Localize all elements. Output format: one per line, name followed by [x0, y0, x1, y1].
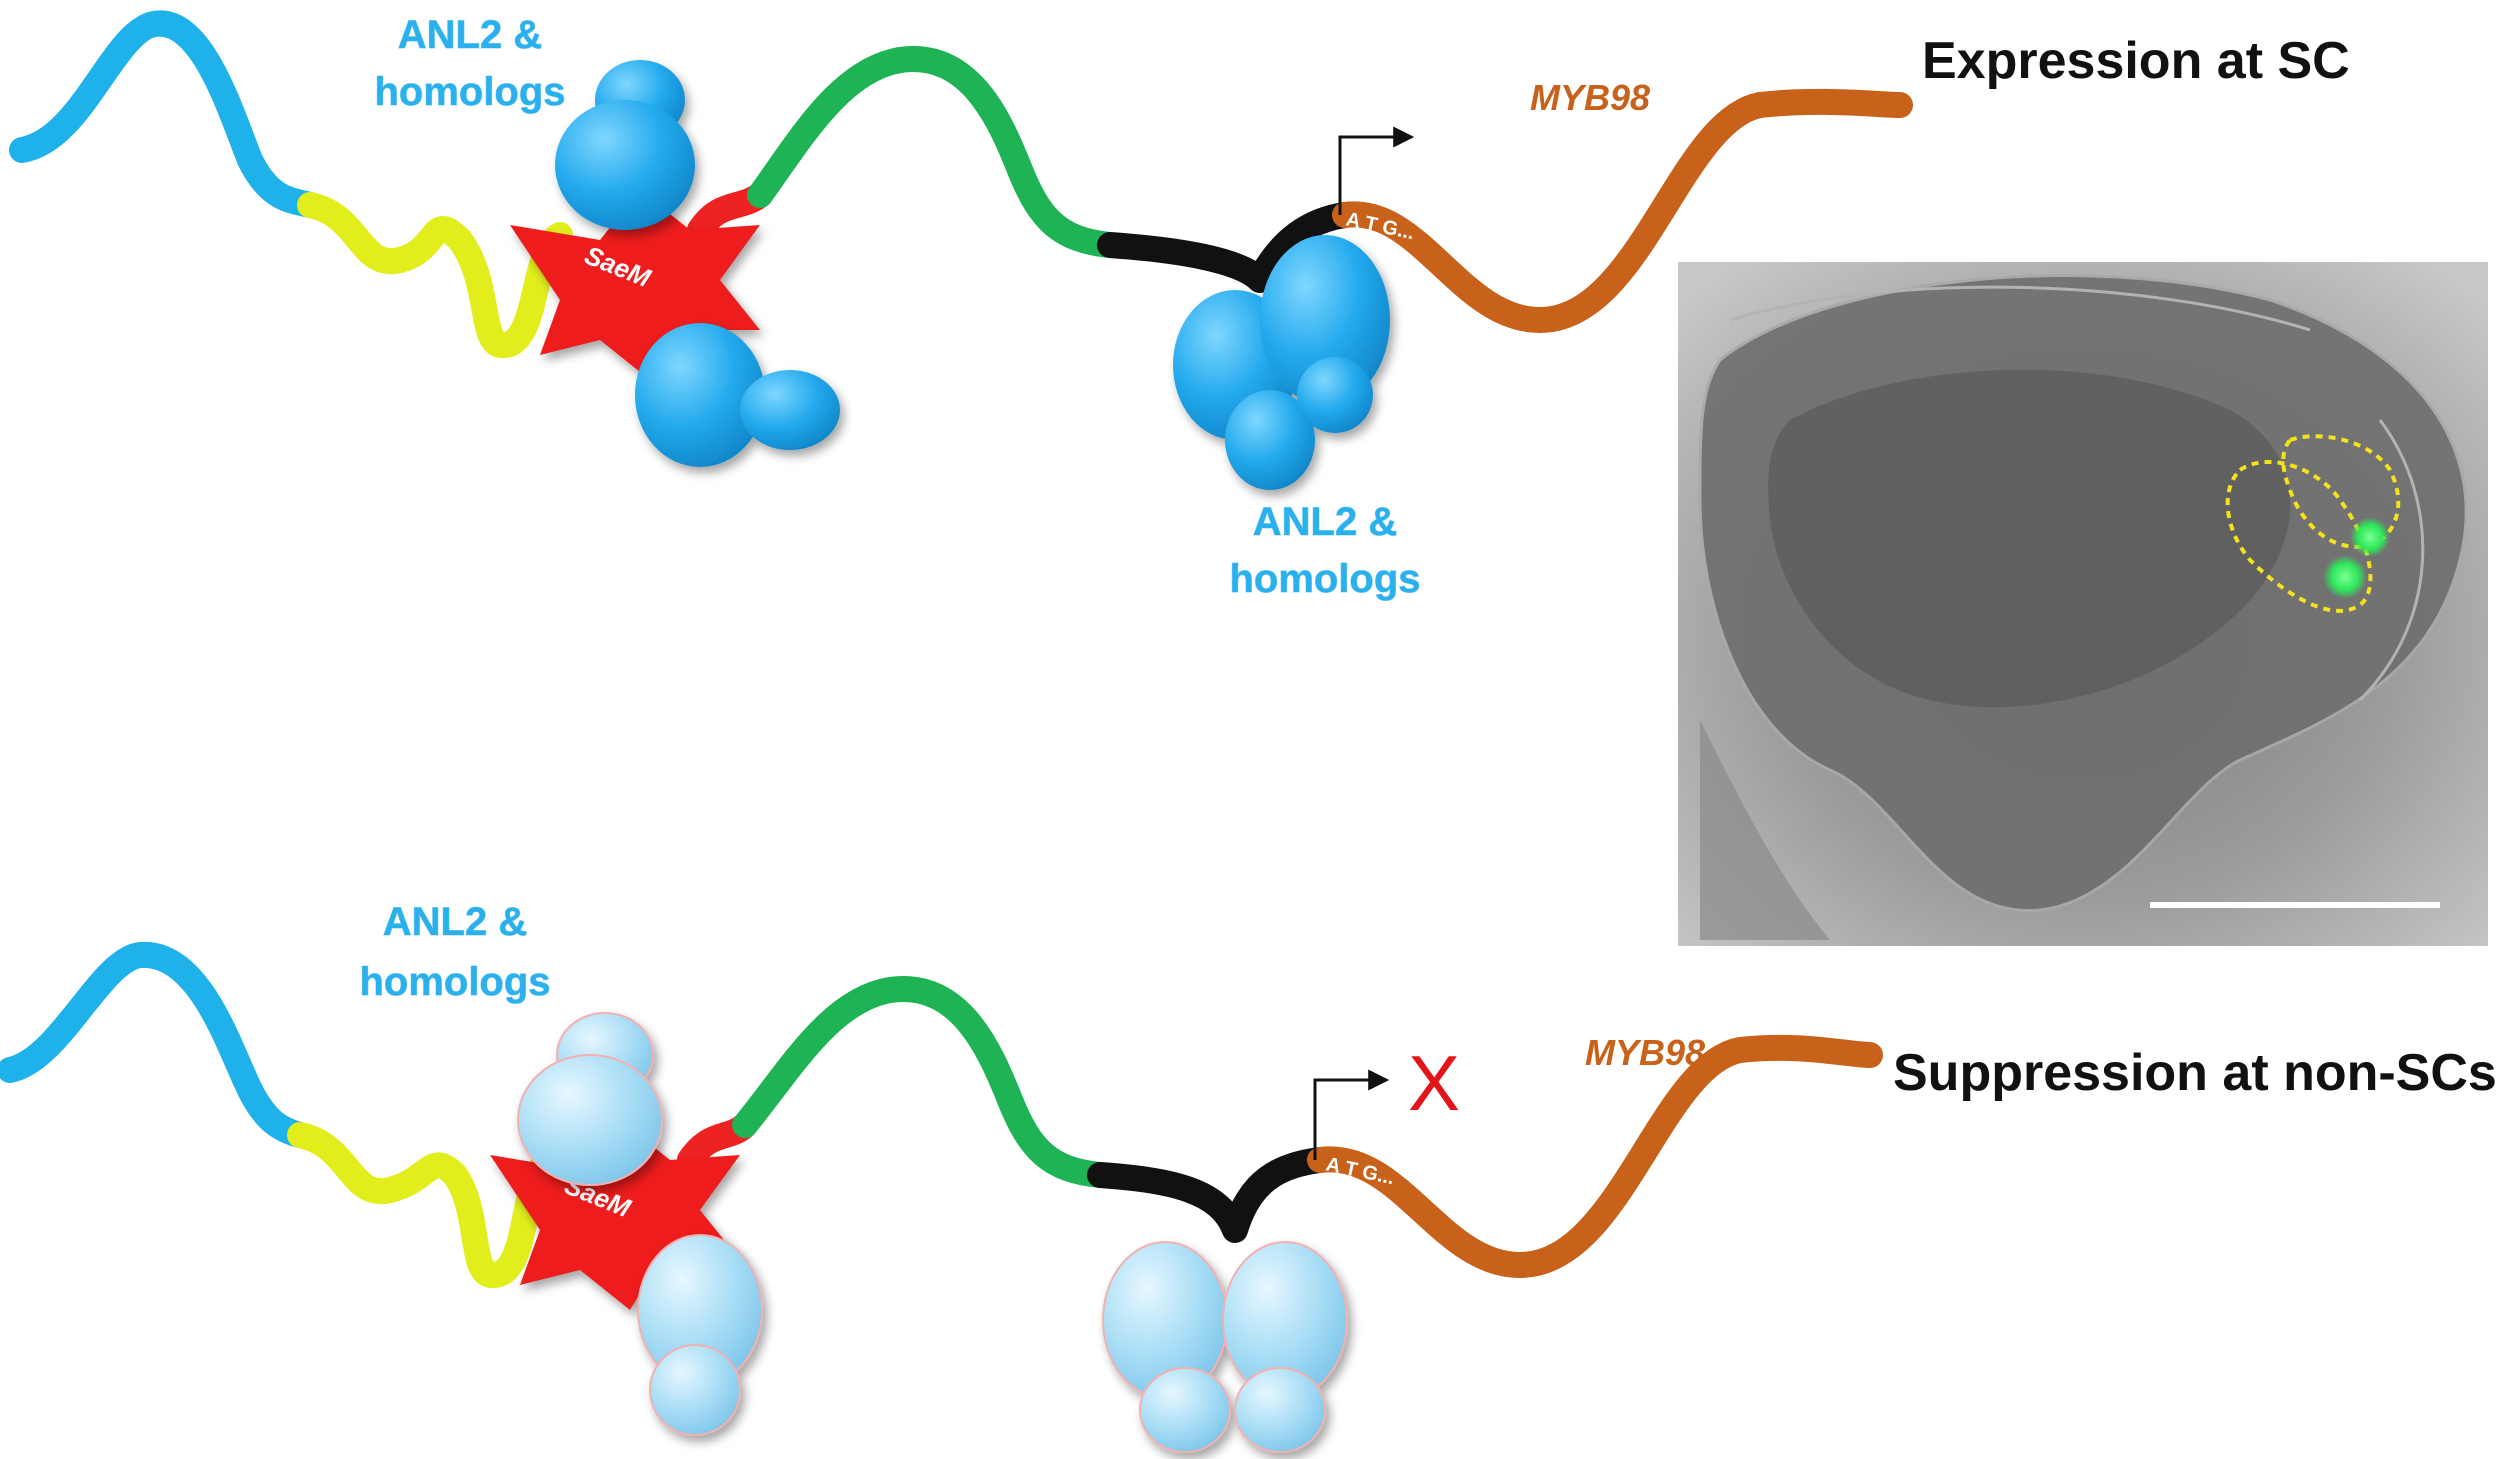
- micrograph-integument-line-2: [2358, 419, 2425, 702]
- bottom-anl2-protein-inactive: [1234, 1367, 1326, 1453]
- bottom-anl2-label-upstream: ANL2 & homologs: [359, 900, 551, 1005]
- bottom-anl2-label-upstream-line2: homologs: [359, 960, 550, 1004]
- top-anl2-cluster-promoter: [1173, 235, 1390, 490]
- microscopy-inset: [1678, 262, 2488, 946]
- bottom-anl2-protein-inactive: [649, 1344, 741, 1436]
- micrograph-funiculus: [1700, 720, 1830, 940]
- blocked-x-icon: X: [1408, 1039, 1460, 1127]
- top-panel: A T G... SaeM ANL2 & homologs ANL: [9, 10, 2350, 602]
- top-anl2-label-upstream-line2: homologs: [374, 70, 565, 114]
- top-dna-yellow: [297, 192, 573, 358]
- top-anl2-protein: [1297, 357, 1373, 433]
- top-anl2-protein: [1260, 235, 1390, 405]
- bottom-title: Suppression at non-SCs: [1893, 1044, 2497, 1102]
- top-dna-black: [1097, 202, 1358, 293]
- top-anl2-label-downstream-line1: ANL2 &: [1253, 500, 1397, 544]
- top-dna-green: [747, 46, 1123, 258]
- top-anl2-label-downstream-line2: homologs: [1229, 557, 1420, 601]
- micrograph-integument-line: [1729, 285, 2311, 332]
- top-dna-upstream: [9, 10, 323, 218]
- bottom-anl2-cluster-upstream: [517, 1012, 763, 1436]
- top-anl2-protein: [635, 323, 765, 467]
- transcription-start-arrow-icon: [1313, 1069, 1390, 1160]
- top-anl2-protein: [740, 370, 840, 450]
- bottom-anl2-protein-inactive: [517, 1054, 663, 1186]
- top-anl2-protein: [555, 100, 695, 230]
- bottom-dna-gene: [1307, 1034, 1883, 1278]
- top-title: Expression at SC: [1922, 32, 2350, 90]
- bottom-anl2-protein-inactive: [1139, 1367, 1231, 1453]
- bottom-dna-upstream: [0, 941, 313, 1148]
- top-anl2-cluster-upstream: [555, 60, 840, 467]
- top-gene-label: MYB98: [1530, 77, 1650, 118]
- sc-fluorescence-marker: [2323, 555, 2367, 599]
- transcription-start-arrow-icon: [1338, 126, 1415, 215]
- top-saem-element: SaeM: [510, 190, 760, 380]
- bottom-anl2-cluster-promoter: [1102, 1241, 1348, 1453]
- bottom-dna-black: [1087, 1147, 1333, 1243]
- top-dna-strand: [9, 10, 1913, 358]
- top-saem-star-shape: [510, 190, 760, 380]
- micrograph-inner-tissue: [1768, 369, 2291, 708]
- bottom-gene-label: MYB98: [1585, 1032, 1705, 1073]
- top-dna-gene: [1332, 88, 1913, 333]
- top-anl2-label-downstream: ANL2 & homologs: [1229, 500, 1421, 602]
- top-anl2-label-upstream: ANL2 & homologs: [374, 13, 566, 115]
- bottom-dna-strand: [0, 941, 1883, 1288]
- bottom-anl2-label-upstream-line1: ANL2 &: [383, 900, 527, 944]
- sc-fluorescence-marker: [2350, 517, 2390, 557]
- bottom-dna-green: [732, 976, 1113, 1188]
- bottom-panel: A T G... SaeM X ANL2 & homologs MYB98 Su…: [0, 900, 2497, 1453]
- top-anl2-protein: [1225, 390, 1315, 490]
- top-anl2-label-upstream-line1: ANL2 &: [398, 13, 542, 57]
- bottom-dna-yellow: [287, 1122, 558, 1288]
